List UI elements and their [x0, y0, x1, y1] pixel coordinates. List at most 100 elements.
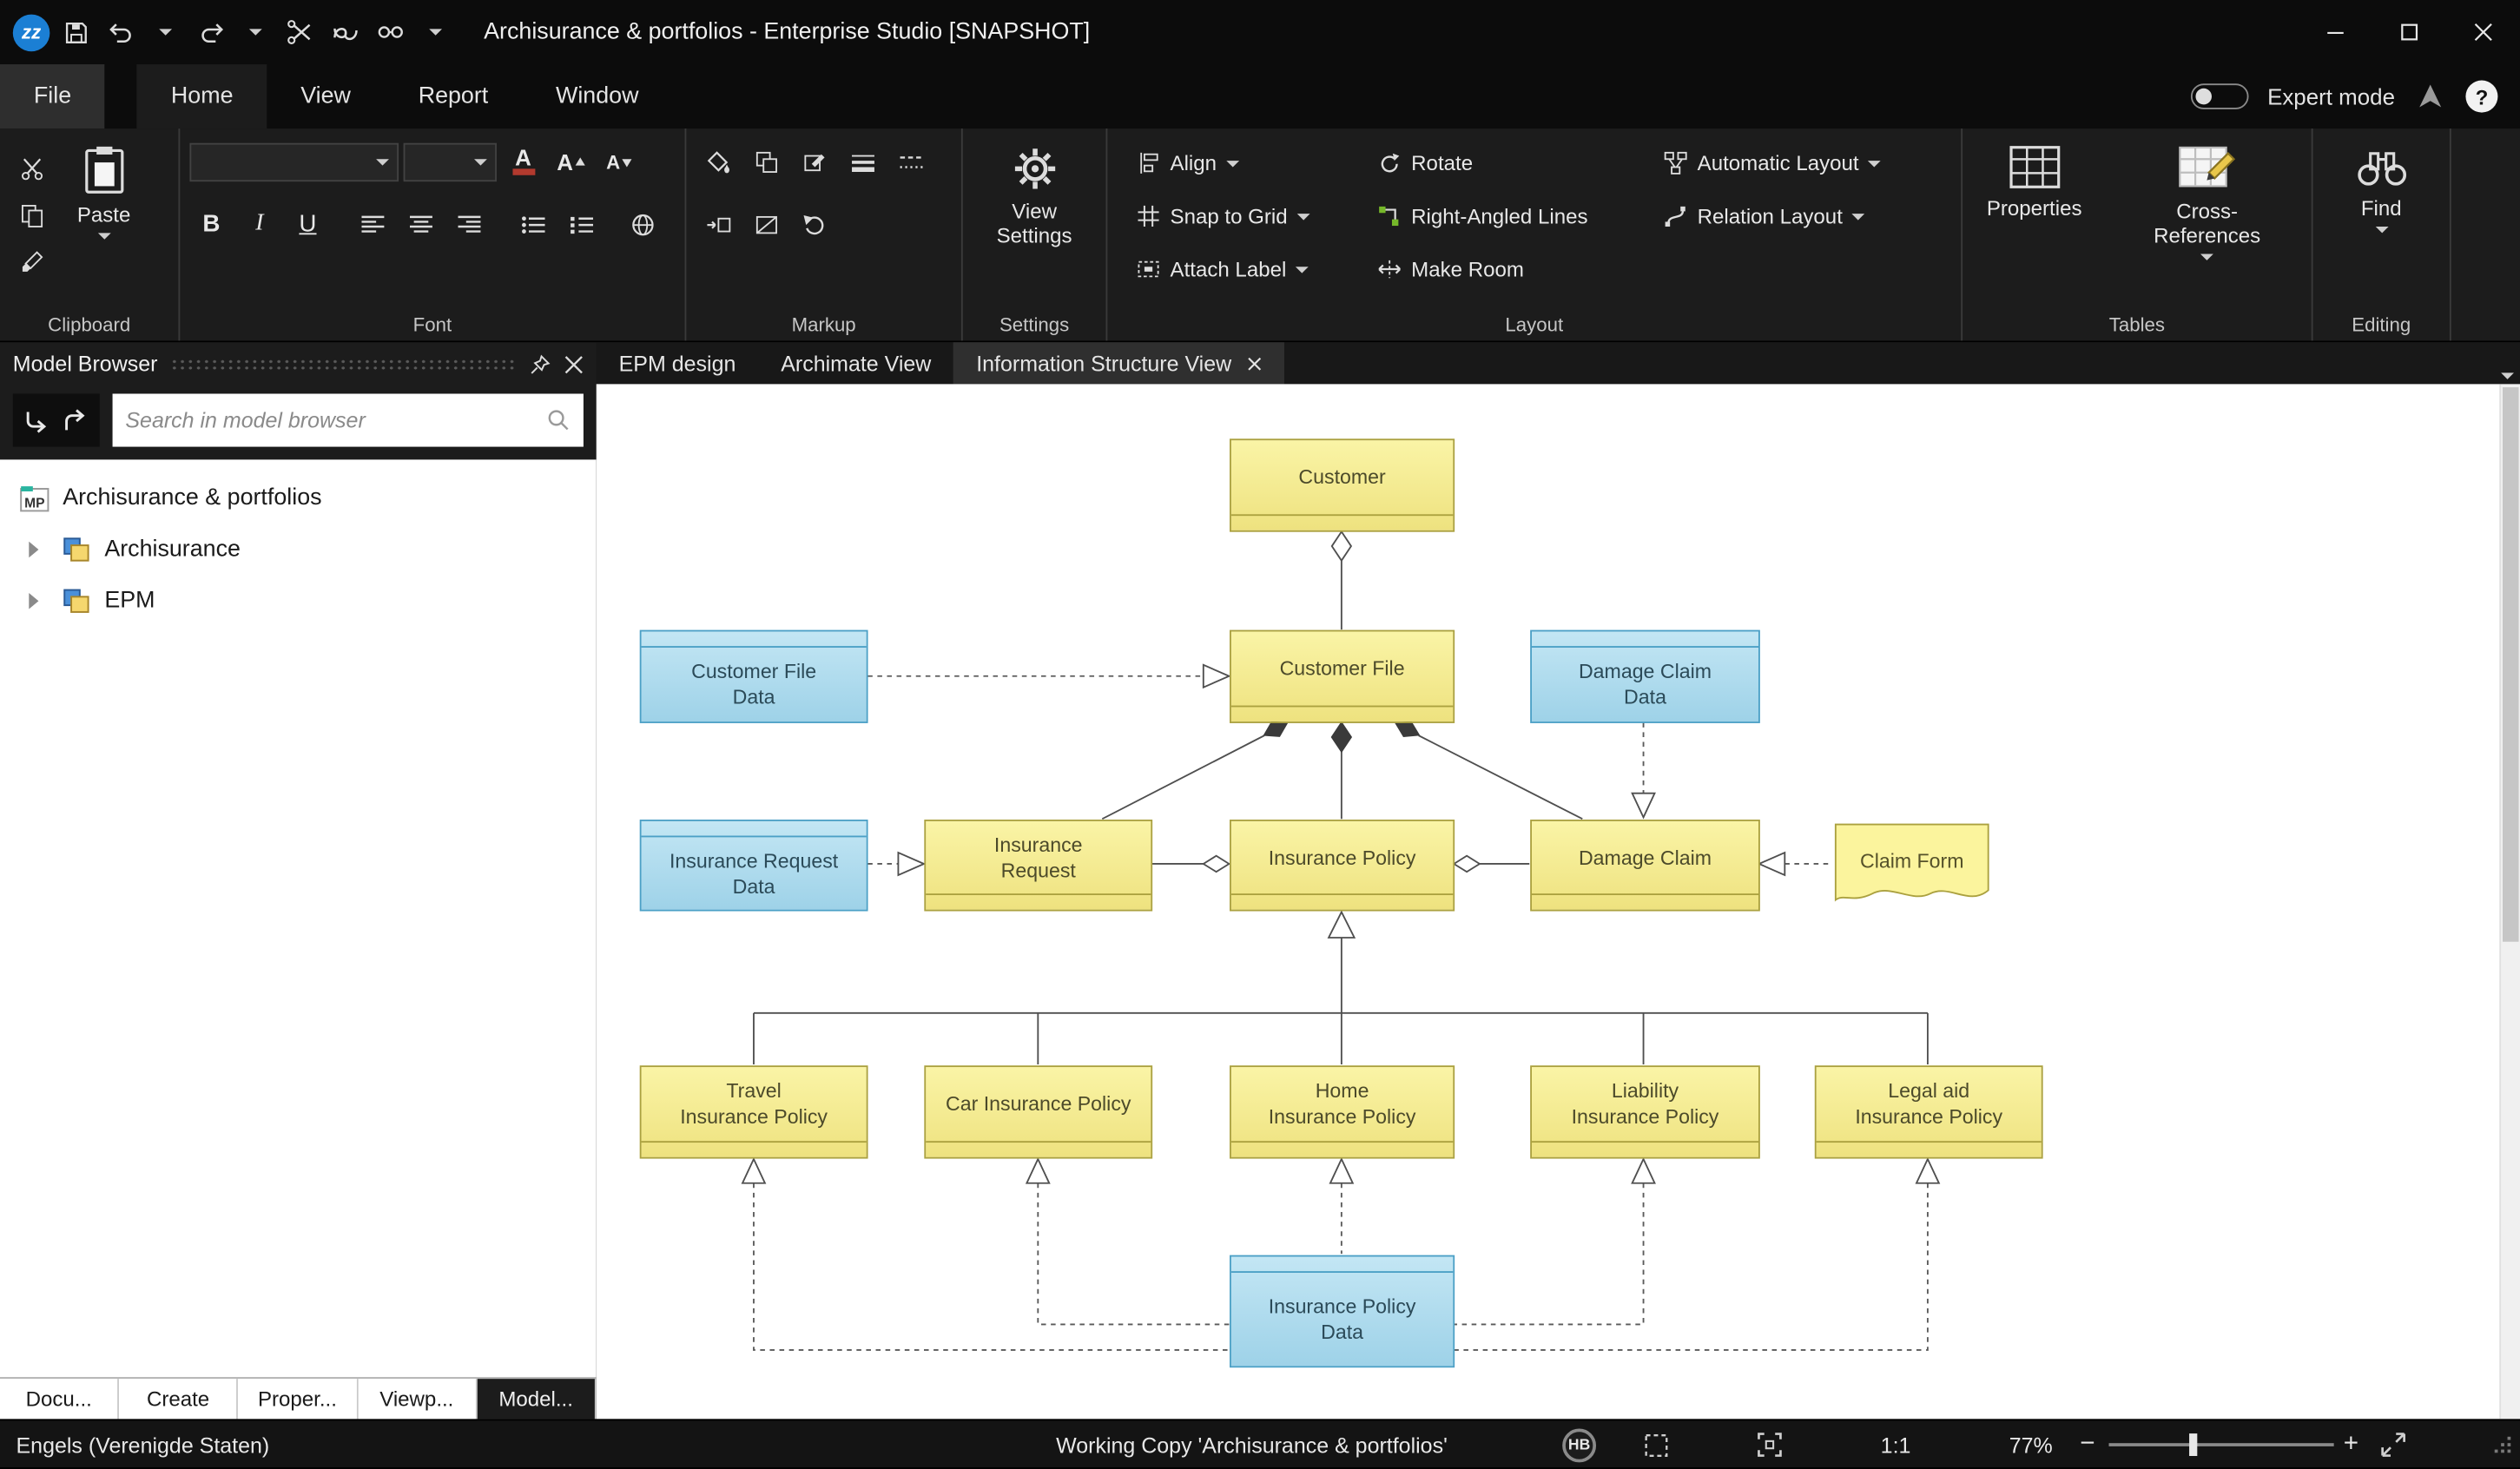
- fullscreen-icon[interactable]: [2378, 1430, 2407, 1459]
- tab-report[interactable]: Report: [418, 83, 489, 109]
- bullet-list-button[interactable]: [511, 204, 555, 244]
- user-badge[interactable]: HB: [1562, 1427, 1597, 1462]
- diagram-node-insurance-policy[interactable]: Insurance Policy: [1230, 820, 1455, 912]
- shape-order-button[interactable]: [744, 142, 788, 181]
- undo-button[interactable]: [102, 10, 140, 55]
- automatic-layout-button[interactable]: Automatic Layout: [1657, 142, 1946, 185]
- tab-model-browser[interactable]: Model...: [477, 1379, 597, 1420]
- tab-window[interactable]: Window: [556, 83, 639, 109]
- tab-home[interactable]: Home: [137, 64, 267, 129]
- cut-button[interactable]: [10, 148, 53, 188]
- scale-indicator[interactable]: 1:1: [1880, 1433, 1911, 1457]
- right-angled-lines-button[interactable]: Right-Angled Lines: [1371, 194, 1657, 238]
- quick-access-dropdown[interactable]: [416, 10, 454, 55]
- diagram-node-customer[interactable]: Customer: [1230, 438, 1455, 532]
- zoom-in-button[interactable]: +: [2343, 1430, 2359, 1458]
- tab-view[interactable]: View: [300, 83, 351, 109]
- zoom-slider[interactable]: [2108, 1433, 2334, 1457]
- grow-font-button[interactable]: A: [550, 142, 593, 181]
- close-button[interactable]: [2446, 0, 2520, 64]
- tree-item-archisurance[interactable]: Archisurance: [0, 524, 597, 575]
- tree-item-epm[interactable]: EPM: [0, 576, 597, 627]
- panel-drag-handle[interactable]: [170, 357, 517, 371]
- fill-style-button[interactable]: [696, 142, 739, 181]
- reading-glasses-button[interactable]: [372, 10, 410, 55]
- view-settings-button[interactable]: View Settings: [975, 142, 1094, 306]
- line-style-button[interactable]: [841, 142, 884, 181]
- paste-button[interactable]: Paste: [63, 142, 145, 306]
- line-pattern-button[interactable]: [889, 142, 933, 181]
- pin-icon[interactable]: [529, 352, 551, 375]
- edit-style-button[interactable]: [793, 142, 836, 181]
- shape-frame-button[interactable]: [744, 204, 788, 244]
- reset-style-button[interactable]: [793, 204, 836, 244]
- vertical-scrollbar[interactable]: [2499, 384, 2520, 1420]
- close-tab-icon[interactable]: [1248, 356, 1263, 371]
- resize-grip[interactable]: [2491, 1433, 2514, 1456]
- search-icon[interactable]: [546, 408, 571, 432]
- format-painter-button[interactable]: [10, 241, 53, 281]
- tab-list-dropdown[interactable]: [2501, 359, 2514, 387]
- diagram-note-claim-form[interactable]: Claim Form: [1834, 823, 1990, 919]
- numbered-list-button[interactable]: [559, 204, 603, 244]
- snap-to-grid-button[interactable]: Snap to Grid: [1130, 194, 1371, 238]
- zoom-slider-thumb[interactable]: [2189, 1433, 2198, 1457]
- align-center-button[interactable]: [399, 204, 442, 244]
- bold-button[interactable]: B: [202, 210, 221, 238]
- relation-layout-button[interactable]: Relation Layout: [1657, 194, 1946, 238]
- diagram-node-damage-claim[interactable]: Damage Claim: [1530, 820, 1760, 912]
- fit-to-window-icon[interactable]: [1755, 1430, 1784, 1459]
- diagram-node-customer-file[interactable]: Customer File: [1230, 629, 1455, 723]
- cross-references-button[interactable]: Cross-References: [2113, 142, 2302, 306]
- diagram-node-car-insurance-policy[interactable]: Car Insurance Policy: [924, 1065, 1153, 1159]
- zoom-percent[interactable]: 77%: [2009, 1433, 2053, 1457]
- align-right-button[interactable]: [447, 204, 491, 244]
- chevron-right-icon[interactable]: [29, 541, 39, 558]
- zoom-out-button[interactable]: −: [2080, 1430, 2095, 1458]
- tab-create[interactable]: Create: [119, 1379, 239, 1420]
- scrollbar-thumb[interactable]: [2503, 387, 2519, 942]
- properties-button[interactable]: Properties: [1972, 142, 2096, 306]
- redo-button[interactable]: [191, 10, 229, 55]
- rotate-button[interactable]: Rotate: [1371, 142, 1657, 185]
- share-icon[interactable]: [2414, 82, 2446, 110]
- tab-file[interactable]: File: [0, 64, 106, 129]
- undo-dropdown[interactable]: [146, 10, 184, 55]
- italic-button[interactable]: I: [255, 210, 264, 237]
- tree-item-archisurance-portfolios[interactable]: MP Archisurance & portfolios: [0, 472, 597, 524]
- view-tab-epm-design[interactable]: EPM design: [618, 351, 736, 376]
- selection-mode-icon[interactable]: [1643, 1431, 1670, 1458]
- make-room-button[interactable]: Make Room: [1371, 247, 1657, 291]
- tab-documentation[interactable]: Docu...: [0, 1379, 120, 1420]
- tab-viewpoints[interactable]: Viewp...: [358, 1379, 478, 1420]
- view-tab-information-structure-view[interactable]: Information Structure View: [953, 342, 1285, 385]
- working-copy-status[interactable]: Working Copy 'Archisurance & portfolios': [1056, 1433, 1448, 1457]
- underline-button[interactable]: U: [299, 210, 317, 238]
- expert-mode-toggle[interactable]: [2190, 83, 2248, 109]
- chevron-right-icon[interactable]: [29, 593, 39, 609]
- navigate-down-icon[interactable]: [23, 405, 51, 434]
- help-button[interactable]: ?: [2465, 80, 2498, 113]
- tab-properties[interactable]: Proper...: [238, 1379, 359, 1420]
- align-left-button[interactable]: [351, 204, 394, 244]
- search-input[interactable]: [125, 408, 547, 432]
- maximize-button[interactable]: [2372, 0, 2446, 64]
- font-color-button[interactable]: A: [502, 142, 545, 181]
- split-relation-button[interactable]: [281, 10, 320, 55]
- redo-dropdown[interactable]: [236, 10, 274, 55]
- language-button[interactable]: [620, 204, 663, 244]
- align-button[interactable]: Align: [1130, 142, 1371, 185]
- merge-relation-button[interactable]: [327, 10, 365, 55]
- minimize-button[interactable]: [2299, 0, 2372, 64]
- language-status[interactable]: Engels (Verenigde Staten): [16, 1433, 270, 1457]
